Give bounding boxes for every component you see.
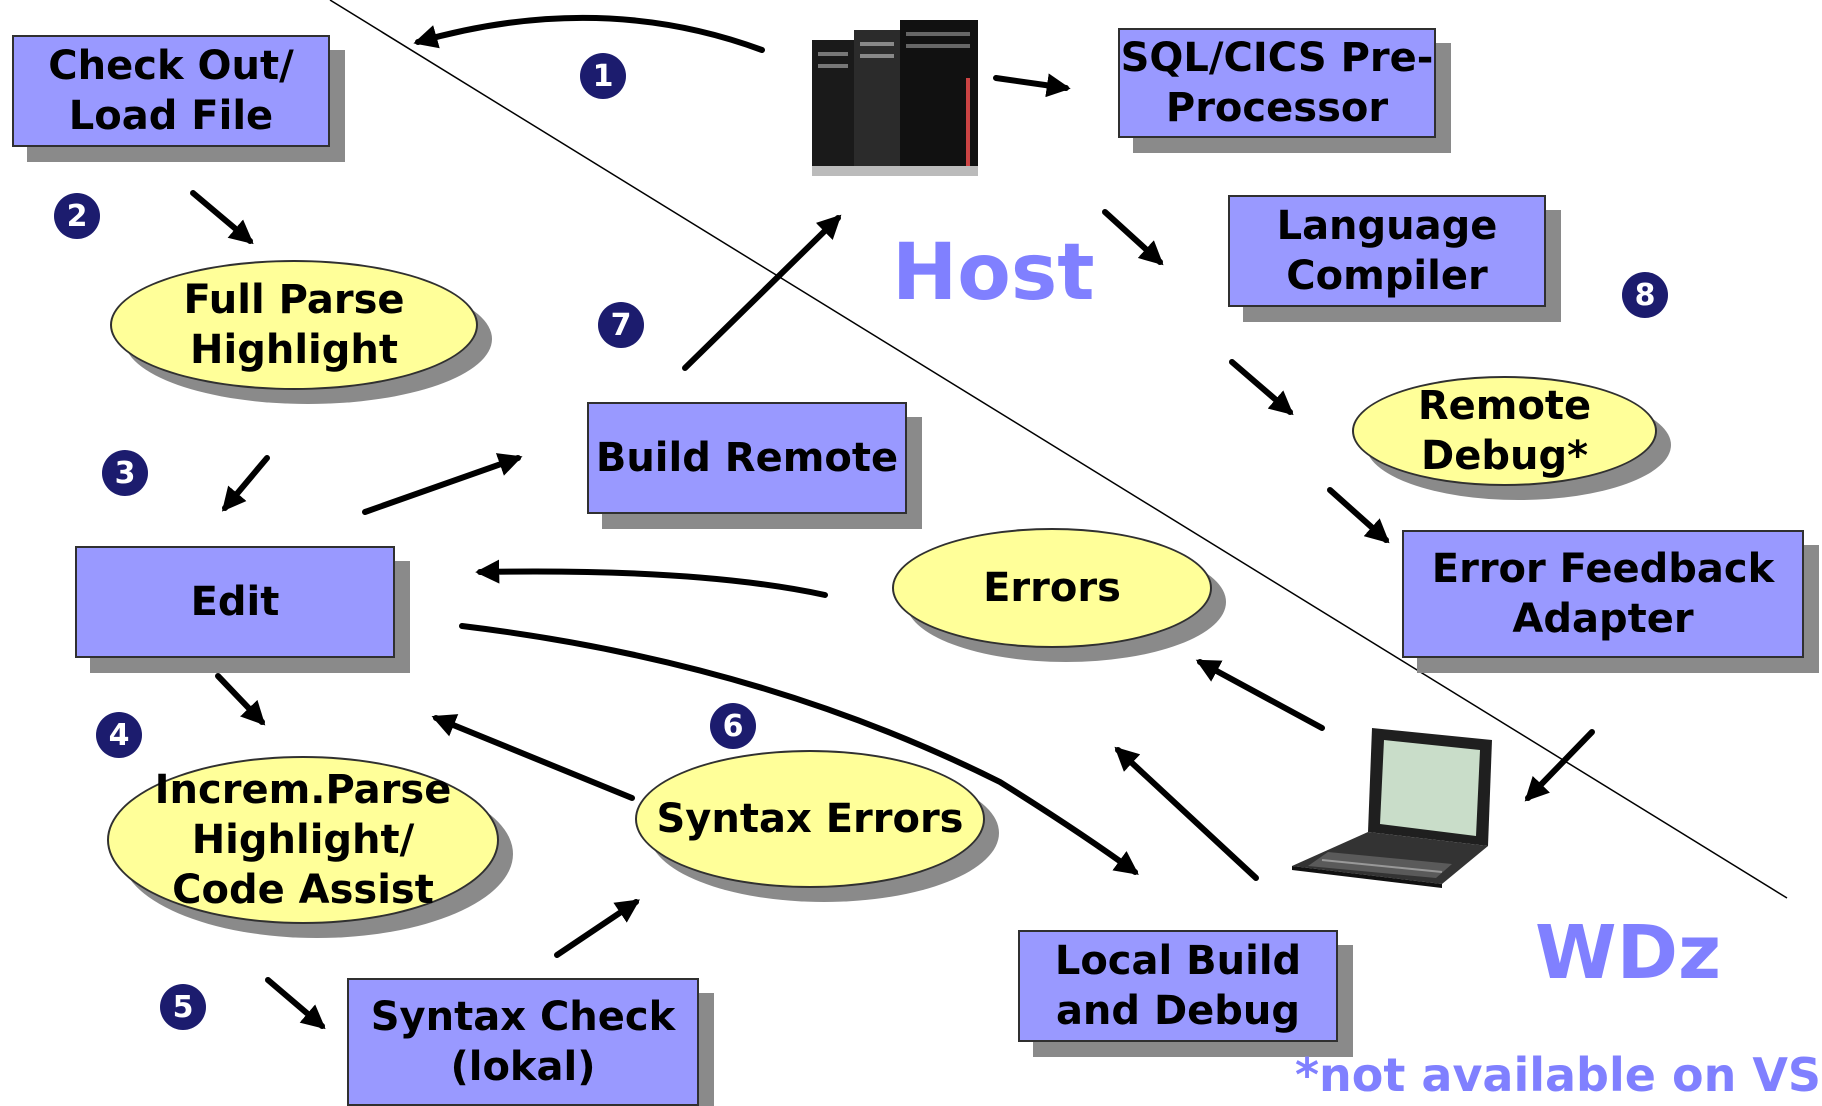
arrow-host-to-compiler [1102,209,1164,266]
host-label: Host [892,228,1095,318]
sql-cics-preprocessor-box: SQL/CICS Pre- Processor [1118,28,1436,138]
arrow-remote-debug-to-error-feedback [1327,487,1390,544]
arrow-host-to-checkout [413,14,765,53]
step-4-marker: 4 [96,712,142,758]
step-6-marker: 6 [710,703,756,749]
wdz-label: WDz [1535,910,1722,996]
error-feedback-adapter-box: Error Feedback Adapter [1402,530,1804,658]
language-compiler-box: Language Compiler [1228,195,1546,307]
arrow-local-build-to-laptop-area [1114,746,1259,881]
step-3-marker: 3 [102,450,148,496]
step-8-marker: 8 [1622,272,1668,318]
host-wdz-divider [329,0,1788,899]
local-build-debug-box: Local Build and Debug [1018,930,1338,1042]
errors-oval: Errors [892,528,1212,648]
syntax-check-box: Syntax Check (lokal) [347,978,699,1106]
arrow-checkout-to-fullparse [190,190,254,245]
arrow-build-remote-to-host [682,214,842,371]
step-7-marker: 7 [598,302,644,348]
arrow-errors-to-edit [475,559,828,598]
arrow-step5-to-syntax-check [265,977,326,1030]
arrow-laptop-to-errors [1195,659,1325,731]
arrow-fullparse-to-edit [221,455,270,512]
arrow-edit-to-build-remote [362,453,523,515]
laptop-icon [1292,728,1492,888]
remote-debug-oval: Remote Debug* [1352,376,1657,486]
mainframe-server-icon [812,20,978,176]
arrow-syntax-check-to-syntax-errors [554,899,640,958]
build-remote-box: Build Remote [587,402,907,514]
arrow-compiler-to-remote-debug [1229,359,1294,416]
step-5-marker: 5 [160,984,206,1030]
arrow-syntax-errors-to-edit [431,714,635,801]
edit-box: Edit [75,546,395,658]
footnote: *not available on VSE [1295,1048,1822,1102]
full-parse-highlight-oval: Full Parse Highlight [110,260,478,390]
arrow-edit-to-incremparse [215,673,266,726]
arrow-host-to-sqlcics [993,73,1071,98]
step-1-marker: 1 [580,53,626,99]
step-2-marker: 2 [54,193,100,239]
syntax-errors-oval: Syntax Errors [635,750,985,888]
checkout-load-file-box: Check Out/ Load File [12,35,330,147]
arrow-error-feedback-to-laptop [1524,729,1595,802]
increm-parse-oval: Increm.Parse Highlight/ Code Assist [107,756,499,924]
arrow-edit-to-local-build [459,623,1139,875]
